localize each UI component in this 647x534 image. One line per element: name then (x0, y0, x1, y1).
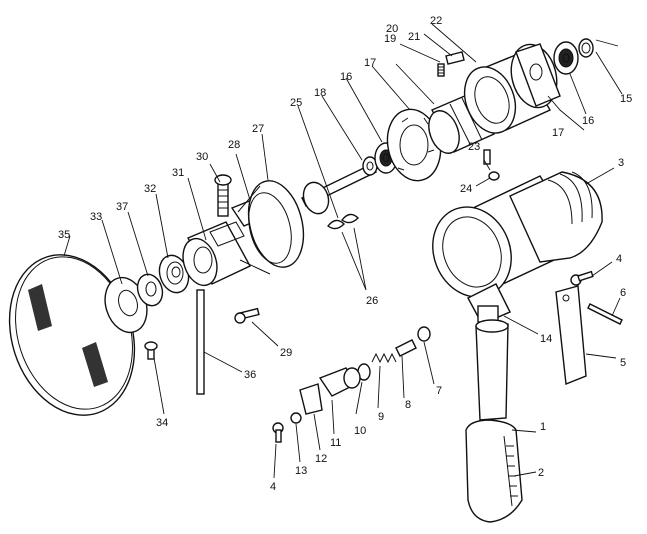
callout-3: 3 (618, 157, 624, 169)
part-5-lever (555, 285, 587, 385)
callout-4-upper: 4 (616, 253, 622, 265)
part-29-screw (234, 307, 260, 324)
part-26-keys (327, 213, 359, 230)
callout-32: 32 (144, 183, 156, 195)
callout-26: 26 (366, 295, 378, 307)
callout-12: 12 (315, 453, 327, 465)
callout-11: 11 (330, 437, 341, 449)
part-12-bracket (299, 383, 323, 415)
part-2-grip (465, 419, 523, 523)
part-24-oring (488, 171, 500, 181)
callout-1: 1 (540, 421, 546, 433)
callout-18: 18 (314, 87, 326, 99)
callout-23: 23 (468, 141, 480, 153)
callout-30: 30 (196, 151, 208, 163)
callout-33: 33 (90, 211, 102, 223)
callout-31: 31 (172, 167, 184, 179)
part-30-screw (214, 174, 232, 217)
callout-4-lower: 4 (270, 481, 276, 493)
part-34-screw (144, 341, 158, 360)
callout-14: 14 (540, 333, 552, 345)
callout-6: 6 (620, 287, 626, 299)
callout-17-right: 17 (552, 127, 564, 139)
callout-27: 27 (252, 123, 264, 135)
part-8-valve-stem (395, 339, 417, 357)
callout-2: 2 (538, 467, 544, 479)
callout-37: 37 (116, 201, 128, 213)
part-27-plate (237, 180, 305, 275)
part-37-washer (136, 273, 164, 307)
callout-34: 34 (156, 417, 168, 429)
callout-10: 10 (354, 425, 366, 437)
part-23-pin (483, 149, 491, 165)
callout-29: 29 (280, 347, 292, 359)
callout-36: 36 (244, 369, 256, 381)
callout-19: 19 (384, 33, 396, 45)
part-31-eccentric (182, 221, 251, 287)
part-13-nut (290, 412, 302, 424)
callout-16-right: 16 (582, 115, 594, 127)
callout-5: 5 (620, 357, 626, 369)
callout-8: 8 (405, 399, 411, 411)
part-22-cylinder (463, 53, 551, 134)
leader-lines (63, 23, 623, 479)
callout-20: 20 (386, 23, 398, 35)
part-32-bearing (158, 254, 190, 294)
part-7-oring (417, 326, 431, 342)
part-36-rod (196, 289, 205, 395)
part-4-screw-lower (272, 422, 284, 443)
part-20-spring (437, 63, 445, 77)
part-17-endplate-right (510, 43, 561, 109)
part-15-ring (578, 38, 594, 58)
callout-28: 28 (228, 139, 240, 151)
part-1-tube (475, 319, 509, 421)
callout-7: 7 (436, 385, 442, 397)
part-35-disc (8, 254, 136, 416)
part-11-trigger (318, 367, 361, 397)
part-9-spring (371, 352, 397, 364)
callout-24: 24 (460, 183, 472, 195)
callout-labels: 1 2 3 4 5 6 7 8 9 10 11 12 13 4 14 15 16… (58, 15, 632, 493)
part-4-screw-upper (570, 270, 594, 286)
callout-21: 21 (408, 31, 420, 43)
callout-35: 35 (58, 229, 70, 241)
part-6-pin (587, 303, 623, 325)
callout-13: 13 (295, 465, 307, 477)
callout-9: 9 (378, 411, 384, 423)
callout-22: 22 (430, 15, 442, 27)
callout-17-left: 17 (364, 57, 376, 69)
part-33-pad (104, 276, 148, 334)
callout-15: 15 (620, 93, 632, 105)
callout-25: 25 (290, 97, 302, 109)
callout-16-left: 16 (340, 71, 352, 83)
part-16-bearing-right (553, 41, 579, 75)
